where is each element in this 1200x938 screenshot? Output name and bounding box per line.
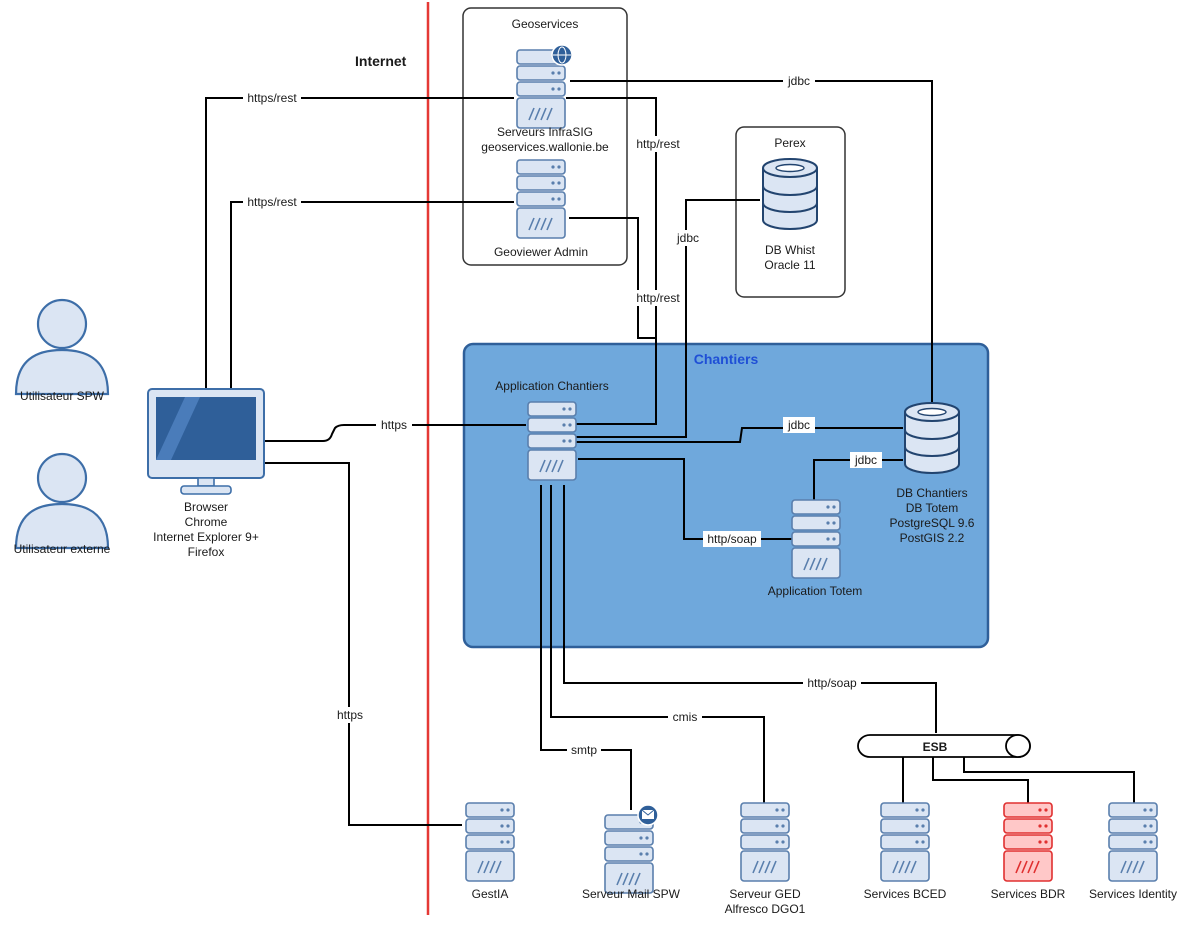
edge-browser-gestia — [265, 462, 462, 826]
chantiers-title: Chantiers — [694, 351, 759, 367]
db-whist-label-1: DB Whist — [765, 243, 816, 257]
gestia-label: GestIA — [472, 887, 509, 901]
edge-esb-bdr — [932, 756, 1029, 803]
infrasig-label-1: Serveurs InfraSIG — [497, 125, 593, 139]
edge-labels: https/rest https/rest https https http/r… — [243, 73, 882, 758]
edge-esb-identity — [963, 756, 1135, 803]
perex-zone: Perex — [735, 126, 846, 298]
db-chantiers-label-3: PostgreSQL 9.6 — [890, 516, 975, 530]
server-icon — [1003, 802, 1053, 882]
browser-label-1: Browser — [184, 500, 228, 514]
server-icon — [465, 802, 515, 882]
browser-node[interactable]: Browser Chrome Internet Explorer 9+ Fire… — [147, 388, 265, 559]
mail-label: Serveur Mail SPW — [582, 887, 681, 901]
edge-label-app-geoviewer: http/rest — [636, 291, 680, 305]
edge-label-infrasig-db: jdbc — [787, 74, 810, 88]
edge-app-db — [576, 427, 903, 443]
server-icon — [527, 401, 577, 481]
edges — [205, 80, 1135, 826]
ged-label-1: Serveur GED — [729, 887, 801, 901]
geoservices-zone: Geoservices — [462, 7, 628, 266]
db-chantiers[interactable]: DB Chantiers DB Totem PostgreSQL 9.6 Pos… — [890, 402, 975, 545]
application-totem[interactable]: Application Totem — [768, 499, 863, 598]
server-icon — [1108, 802, 1158, 882]
edge-app-whist — [576, 199, 760, 438]
edge-label-totem-db: jdbc — [854, 453, 877, 467]
user-icon — [14, 452, 110, 550]
server-icon — [604, 814, 654, 894]
server-icon — [740, 802, 790, 882]
services-bdr[interactable]: Services BDR — [991, 802, 1066, 901]
serveur-mail-spw[interactable]: Serveur Mail SPW — [582, 804, 681, 901]
geoservices-title: Geoservices — [512, 17, 579, 31]
edge-label-app-totem: http/soap — [707, 532, 757, 546]
bced-label: Services BCED — [864, 887, 947, 901]
app-chantiers-label: Application Chantiers — [495, 379, 608, 393]
services-bced[interactable]: Services BCED — [864, 802, 947, 901]
services-identity[interactable]: Services Identity — [1089, 802, 1177, 901]
browser-label-4: Firefox — [188, 545, 225, 559]
utilisateur-spw[interactable]: Utilisateur SPW — [14, 298, 110, 403]
edge-browser-app — [265, 424, 526, 442]
serveurs-infrasig[interactable]: Serveurs InfraSIG geoservices.wallonie.b… — [481, 44, 609, 154]
edge-label-app-mail: smtp — [571, 743, 597, 757]
ged-label-2: Alfresco DGO1 — [725, 902, 806, 916]
db-chantiers-label-1: DB Chantiers — [896, 486, 967, 500]
infrasig-label-2: geoservices.wallonie.be — [481, 140, 609, 154]
esb-bus[interactable]: ESB — [857, 734, 1031, 758]
edge-label-browser-geoviewer: https/rest — [247, 195, 297, 209]
edge-app-infrasig — [566, 97, 657, 425]
internet-label: Internet — [355, 53, 407, 69]
monitor-icon — [147, 388, 265, 495]
edge-label-app-whist: jdbc — [676, 231, 699, 245]
edge-label-app-infrasig: http/rest — [636, 137, 680, 151]
geoviewer-label: Geoviewer Admin — [494, 245, 588, 259]
database-icon — [904, 402, 960, 474]
application-chantiers[interactable]: Application Chantiers — [495, 379, 609, 481]
edge-app-geoviewer — [569, 217, 656, 339]
server-icon — [880, 802, 930, 882]
esb-label: ESB — [923, 740, 948, 754]
serveur-ged[interactable]: Serveur GED Alfresco DGO1 — [725, 802, 806, 916]
mail-icon — [637, 804, 659, 826]
user-icon — [14, 298, 110, 396]
edge-app-ged — [550, 485, 765, 803]
db-whist-label-2: Oracle 11 — [764, 258, 815, 272]
edge-label-app-esb: http/soap — [807, 676, 857, 690]
edge-browser-geoviewer — [230, 201, 514, 388]
bdr-label: Services BDR — [991, 887, 1066, 901]
edge-label-browser-app: https — [381, 418, 407, 432]
db-whist[interactable]: DB Whist Oracle 11 — [762, 158, 818, 272]
server-icon — [516, 159, 566, 239]
utilisateur-externe[interactable]: Utilisateur externe — [14, 452, 111, 556]
identity-label: Services Identity — [1089, 887, 1177, 901]
utilisateur-spw-label: Utilisateur SPW — [20, 389, 105, 403]
geoviewer-admin[interactable]: Geoviewer Admin — [494, 159, 588, 259]
db-chantiers-label-4: PostGIS 2.2 — [900, 531, 965, 545]
edge-app-esb — [563, 485, 937, 733]
perex-title: Perex — [774, 136, 805, 150]
browser-label-2: Chrome — [185, 515, 228, 529]
edge-label-app-ged: cmis — [673, 710, 698, 724]
gestia[interactable]: GestIA — [465, 802, 515, 901]
edge-label-app-db: jdbc — [787, 418, 810, 432]
browser-label-3: Internet Explorer 9+ — [153, 530, 259, 544]
chantiers-zone: Chantiers — [462, 342, 990, 649]
db-chantiers-label-2: DB Totem — [906, 501, 958, 515]
database-icon — [762, 158, 818, 230]
globe-icon — [551, 44, 573, 66]
server-icon — [791, 499, 841, 579]
edge-infrasig-db — [570, 80, 933, 402]
edge-browser-infrasig — [205, 97, 514, 388]
edge-label-browser-gestia: https — [337, 708, 363, 722]
edge-label-browser-infrasig: https/rest — [247, 91, 297, 105]
app-totem-label: Application Totem — [768, 584, 863, 598]
utilisateur-externe-label: Utilisateur externe — [14, 542, 111, 556]
